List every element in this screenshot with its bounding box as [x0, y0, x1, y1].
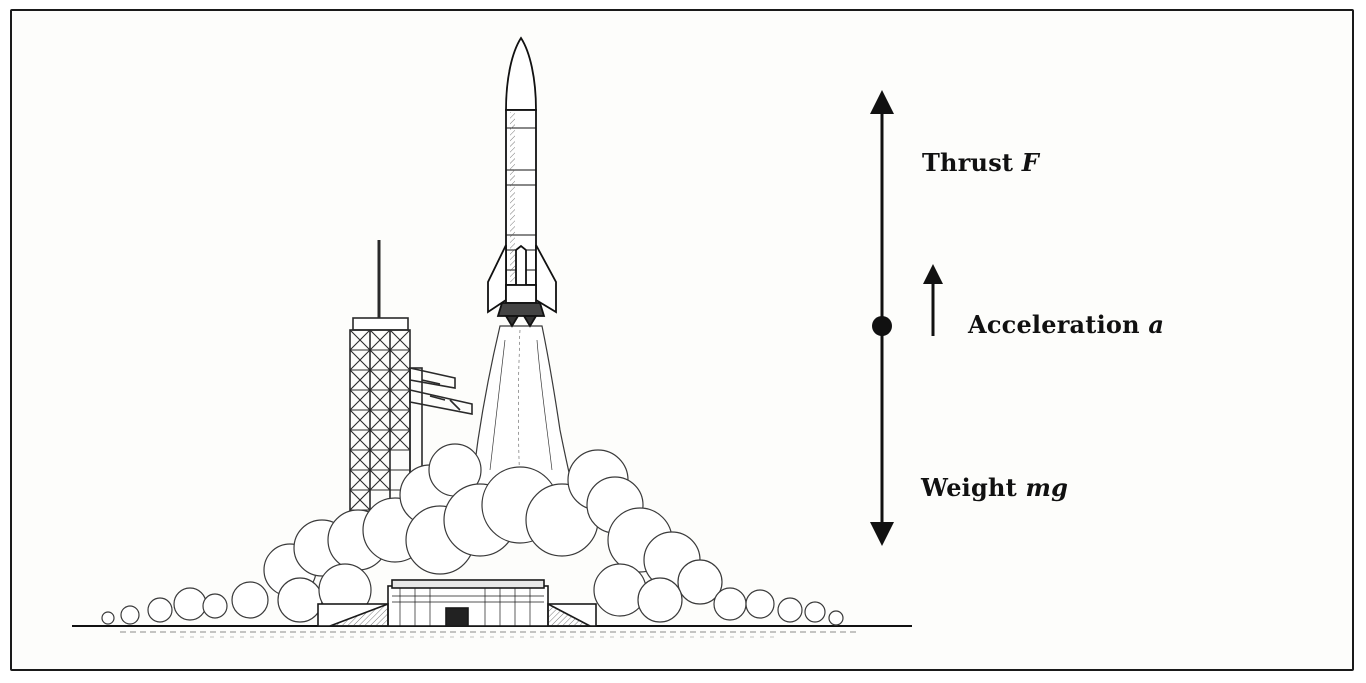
launch-pad-icon	[317, 579, 597, 627]
ground	[72, 625, 912, 638]
acceleration-label: Acceleration a	[968, 310, 1164, 339]
thrust-label-text: Thrust	[922, 148, 1014, 177]
rocket-icon	[487, 36, 557, 328]
acceleration-symbol: a	[1148, 310, 1165, 339]
thrust-arrowhead-icon	[870, 90, 894, 114]
thrust-label: Thrust F	[922, 148, 1039, 177]
weight-symbol: mg	[1025, 473, 1069, 502]
force-diagram	[870, 90, 943, 546]
weight-arrowhead-icon	[870, 522, 894, 546]
acceleration-arrowhead-icon	[923, 264, 943, 284]
smoke-clouds	[101, 443, 844, 626]
acceleration-label-text: Acceleration	[968, 310, 1140, 339]
center-of-mass-dot-icon	[872, 316, 892, 336]
thrust-symbol: F	[1021, 148, 1040, 177]
weight-label: Weight mg	[921, 473, 1068, 502]
weight-label-text: Weight	[921, 473, 1017, 502]
